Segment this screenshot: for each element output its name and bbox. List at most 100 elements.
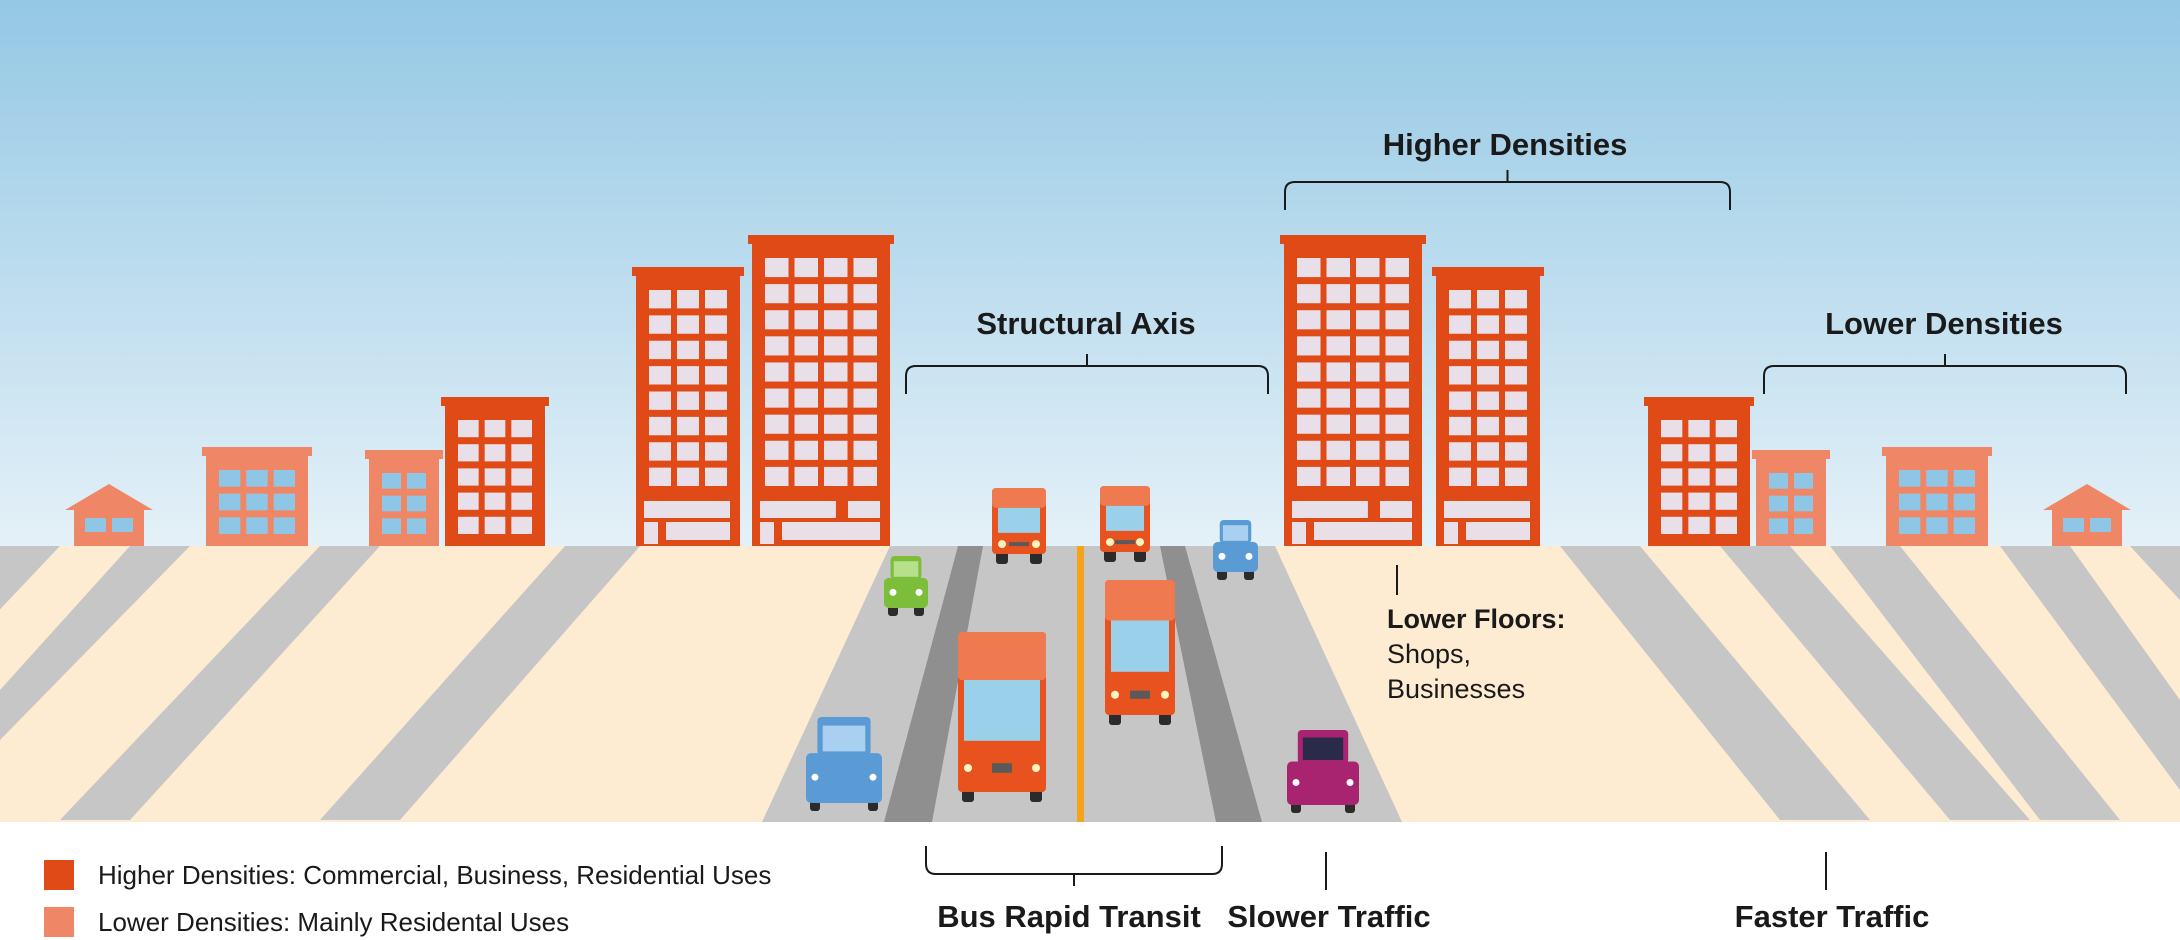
window: [824, 414, 848, 434]
window: [484, 516, 506, 534]
vehicles: [806, 486, 1359, 813]
headlight: [1161, 690, 1169, 699]
window: [1899, 493, 1921, 511]
shop-window: [1498, 522, 1530, 540]
ground-stripe: [0, 546, 190, 740]
window: [794, 284, 818, 304]
ground-stripes: [0, 546, 2180, 820]
window: [1385, 310, 1409, 330]
window: [765, 362, 789, 382]
car-body: [1213, 541, 1258, 572]
ground-stripe: [60, 546, 380, 820]
storefront-window: [1380, 501, 1412, 518]
shop-window: [782, 522, 851, 540]
window: [853, 258, 877, 278]
window: [1505, 315, 1527, 334]
bus: [1100, 486, 1150, 562]
window: [794, 258, 818, 278]
window: [649, 340, 671, 360]
window: [1297, 362, 1321, 382]
window: [765, 258, 789, 278]
label-structural-axis: Structural Axis: [976, 306, 1196, 341]
window: [407, 495, 426, 512]
window: [1297, 284, 1321, 304]
roof-cap: [748, 235, 894, 244]
window: [853, 336, 877, 356]
window: [1356, 258, 1380, 278]
window: [1385, 466, 1409, 486]
note-line: Shops,: [1387, 639, 1472, 669]
window: [1385, 362, 1409, 382]
window: [1715, 492, 1737, 510]
window: [1326, 336, 1350, 356]
window: [1449, 290, 1471, 309]
roof-cap: [632, 267, 744, 276]
grille: [1009, 542, 1029, 547]
high-tower: [632, 267, 744, 546]
window: [853, 414, 877, 434]
window: [382, 518, 401, 534]
window: [705, 315, 727, 334]
window: [1505, 366, 1527, 385]
window: [649, 315, 671, 334]
car-blue: [1213, 520, 1258, 580]
label-faster-traffic: Faster Traffic: [1734, 899, 1930, 934]
window: [484, 468, 506, 486]
window: [1356, 310, 1380, 330]
headlight: [1106, 538, 1114, 547]
window: [705, 366, 727, 385]
bus-roof: [1105, 580, 1175, 621]
headlight: [1218, 552, 1226, 560]
window: [1326, 466, 1350, 486]
window: [273, 517, 295, 534]
roof-cap: [365, 450, 443, 459]
window: [1477, 391, 1499, 410]
window: [1688, 492, 1710, 510]
bracket-bus-rapid-transit: [925, 846, 1223, 886]
headlight: [1346, 779, 1354, 786]
windshield: [964, 680, 1040, 741]
label-bus-rapid-transit: Bus Rapid Transit: [937, 899, 1201, 934]
storefront-window: [848, 501, 880, 518]
window: [1356, 362, 1380, 382]
window: [1449, 467, 1471, 486]
window: [273, 493, 295, 511]
window: [824, 336, 848, 356]
house-left: [65, 484, 153, 546]
mid-building: [441, 397, 549, 546]
headlight: [1111, 690, 1119, 699]
window: [765, 310, 789, 330]
house-body: [74, 508, 144, 546]
car-window: [1222, 525, 1249, 541]
headlight: [1292, 779, 1300, 786]
house-roof: [2043, 484, 2131, 510]
grille: [1115, 540, 1135, 545]
headlight: [811, 773, 819, 781]
window: [1449, 340, 1471, 360]
window: [649, 391, 671, 410]
buildings: [65, 235, 2131, 546]
window: [1326, 388, 1350, 408]
headlight: [998, 540, 1006, 549]
window: [382, 495, 401, 512]
shop-window: [848, 522, 880, 540]
window: [1385, 258, 1409, 278]
high-tower: [1432, 267, 1544, 546]
bracket-higher-densities: [1284, 170, 1731, 210]
ground-stripe: [320, 546, 640, 820]
window: [1356, 388, 1380, 408]
window: [458, 420, 479, 438]
window: [1953, 517, 1975, 534]
shop-window: [1380, 522, 1412, 540]
label-slower-traffic: Slower Traffic: [1227, 899, 1431, 934]
storefront-window: [1292, 501, 1368, 518]
window: [853, 362, 877, 382]
storefront-window: [644, 501, 702, 518]
window: [1449, 366, 1471, 385]
bus: [1105, 580, 1175, 725]
window: [1715, 444, 1737, 462]
window: [1505, 442, 1527, 461]
windshield: [1111, 620, 1169, 672]
window: [794, 388, 818, 408]
window: [1449, 416, 1471, 436]
